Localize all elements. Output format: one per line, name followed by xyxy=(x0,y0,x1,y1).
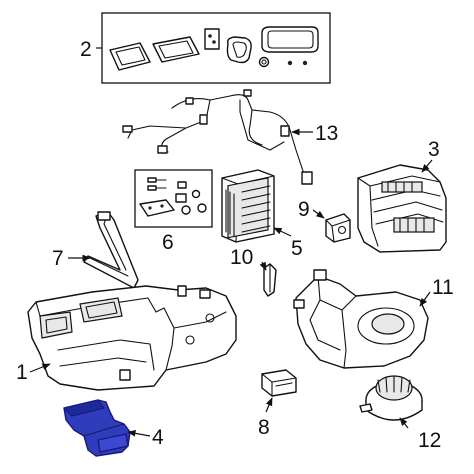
seal-kit-box[interactable] xyxy=(101,12,331,84)
mode-door-bracket[interactable] xyxy=(83,211,139,289)
wiring-harness[interactable] xyxy=(122,89,313,185)
callout-7: 7 xyxy=(52,247,64,270)
callout-10: 10 xyxy=(230,246,253,269)
callout-12: 12 xyxy=(418,429,441,452)
callout-6: 6 xyxy=(162,231,174,254)
callout-3: 3 xyxy=(428,138,440,161)
temperature-door-link[interactable] xyxy=(263,263,277,297)
blower-motor[interactable] xyxy=(359,375,423,421)
blower-housing[interactable] xyxy=(293,269,429,369)
callout-11: 11 xyxy=(432,276,454,299)
distribution-duct[interactable] xyxy=(357,164,447,253)
callout-13: 13 xyxy=(315,122,338,145)
callout-9: 9 xyxy=(298,198,310,221)
floor-distribution-duct[interactable] xyxy=(63,399,131,457)
callout-2: 2 xyxy=(80,38,92,61)
evaporator-core[interactable] xyxy=(221,169,275,243)
callout-4: 4 xyxy=(152,426,164,449)
callout-5: 5 xyxy=(291,237,303,260)
hardware-kit-box[interactable] xyxy=(134,169,213,228)
blend-door-actuator[interactable] xyxy=(325,213,351,243)
hvac-housing[interactable] xyxy=(27,285,237,391)
callout-8: 8 xyxy=(258,416,270,439)
blower-motor-resistor[interactable] xyxy=(261,369,297,397)
callout-1: 1 xyxy=(16,361,28,384)
